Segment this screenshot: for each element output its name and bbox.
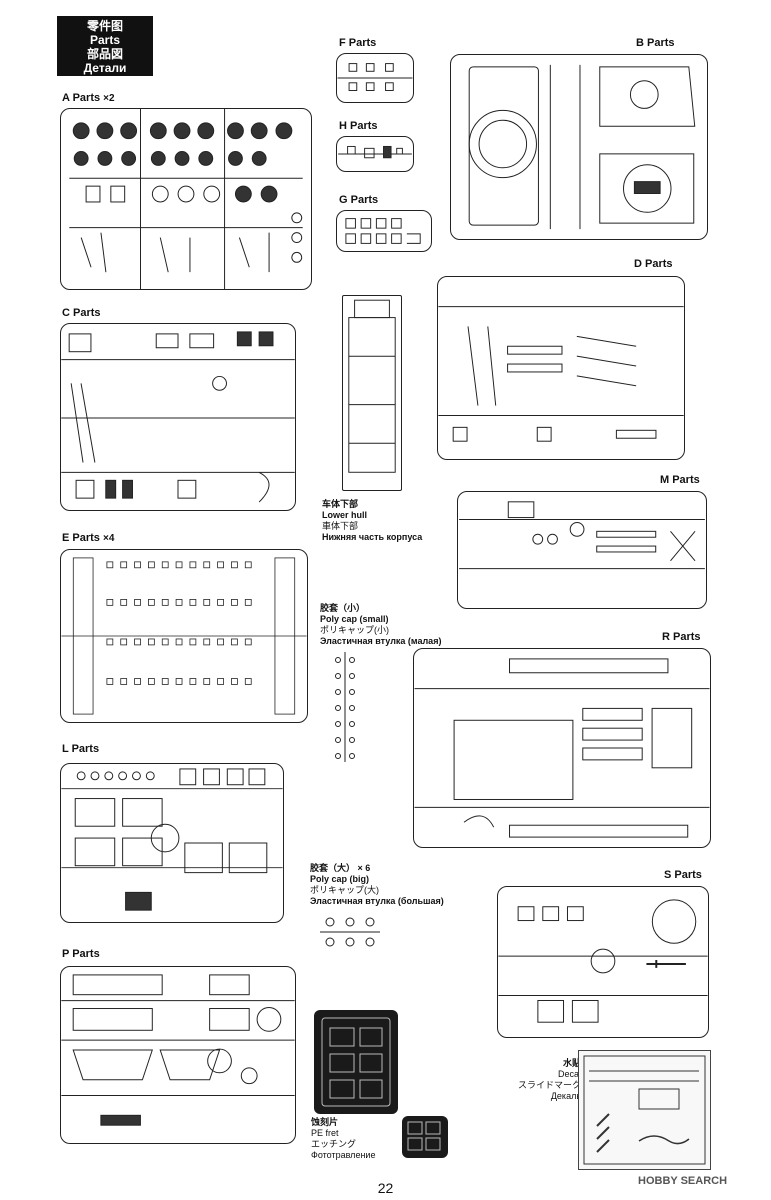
sprue-a-drawing bbox=[60, 108, 312, 290]
sprue-h-drawing bbox=[336, 136, 414, 172]
header-ru: Детали bbox=[83, 61, 127, 75]
sprue-d-drawing bbox=[437, 276, 685, 460]
sprue-p-drawing bbox=[60, 966, 296, 1144]
sprue-g-label: G Parts bbox=[339, 194, 379, 206]
sprue-a-label: A Parts ×2 bbox=[62, 92, 115, 104]
sprue-f-label: F Parts bbox=[339, 37, 377, 49]
header-zh: 零件图 bbox=[86, 19, 123, 33]
sprue-h-label: H Parts bbox=[339, 120, 378, 132]
sprue-m-label: M Parts bbox=[660, 474, 700, 486]
lower-hull-caption: 车体下部 Lower hull 車体下部 Нижняя часть корпус… bbox=[322, 499, 423, 542]
sprue-l-label: L Parts bbox=[62, 743, 100, 755]
sprue-c-label: C Parts bbox=[62, 307, 101, 319]
sprue-f-drawing bbox=[336, 53, 414, 103]
header-en: Parts bbox=[89, 33, 121, 47]
sprue-l-drawing bbox=[60, 763, 284, 923]
page-number: 22 bbox=[377, 1180, 394, 1196]
sprue-s-drawing bbox=[497, 886, 709, 1038]
decal-caption: 水贴 Decal スライドマーク Декаль bbox=[518, 1058, 582, 1101]
sprue-m-drawing bbox=[457, 491, 707, 609]
poly-cap-big-caption: 胶套（大） × 6 Poly cap (big) ポリキャップ(大) Эласт… bbox=[310, 863, 444, 906]
sprue-c-drawing bbox=[60, 323, 296, 511]
sprue-p-label: P Parts bbox=[62, 948, 100, 960]
sprue-s-label: S Parts bbox=[664, 869, 702, 881]
pe-fret-small-drawing bbox=[402, 1116, 448, 1158]
sprue-e-label: E Parts ×4 bbox=[62, 532, 115, 544]
pe-fret-drawing bbox=[314, 1010, 398, 1114]
header-ja: 部品図 bbox=[86, 47, 123, 61]
lower-hull-drawing bbox=[342, 295, 402, 491]
sprue-g-drawing bbox=[336, 210, 432, 252]
decal-sheet-drawing bbox=[578, 1050, 711, 1170]
sprue-b-drawing bbox=[450, 54, 708, 240]
sprue-d-label: D Parts bbox=[634, 258, 673, 270]
sprue-r-drawing bbox=[413, 648, 711, 848]
poly-cap-small-caption: 胶套（小） Poly cap (small) ポリキャップ(小) Эластич… bbox=[320, 603, 442, 646]
poly-cap-small-drawing bbox=[330, 652, 360, 762]
sprue-e-drawing bbox=[60, 549, 308, 723]
poly-cap-big-drawing bbox=[320, 912, 380, 952]
sprue-b-label: B Parts bbox=[636, 37, 675, 49]
pe-fret-caption: 蚀刻片 PE fret エッチング Фототравление bbox=[311, 1117, 376, 1160]
page-header-box: 零件图 Parts 部品図 Детали bbox=[57, 16, 153, 76]
watermark-text: HOBBY SEARCH bbox=[638, 1175, 728, 1187]
sprue-r-label: R Parts bbox=[662, 631, 701, 643]
